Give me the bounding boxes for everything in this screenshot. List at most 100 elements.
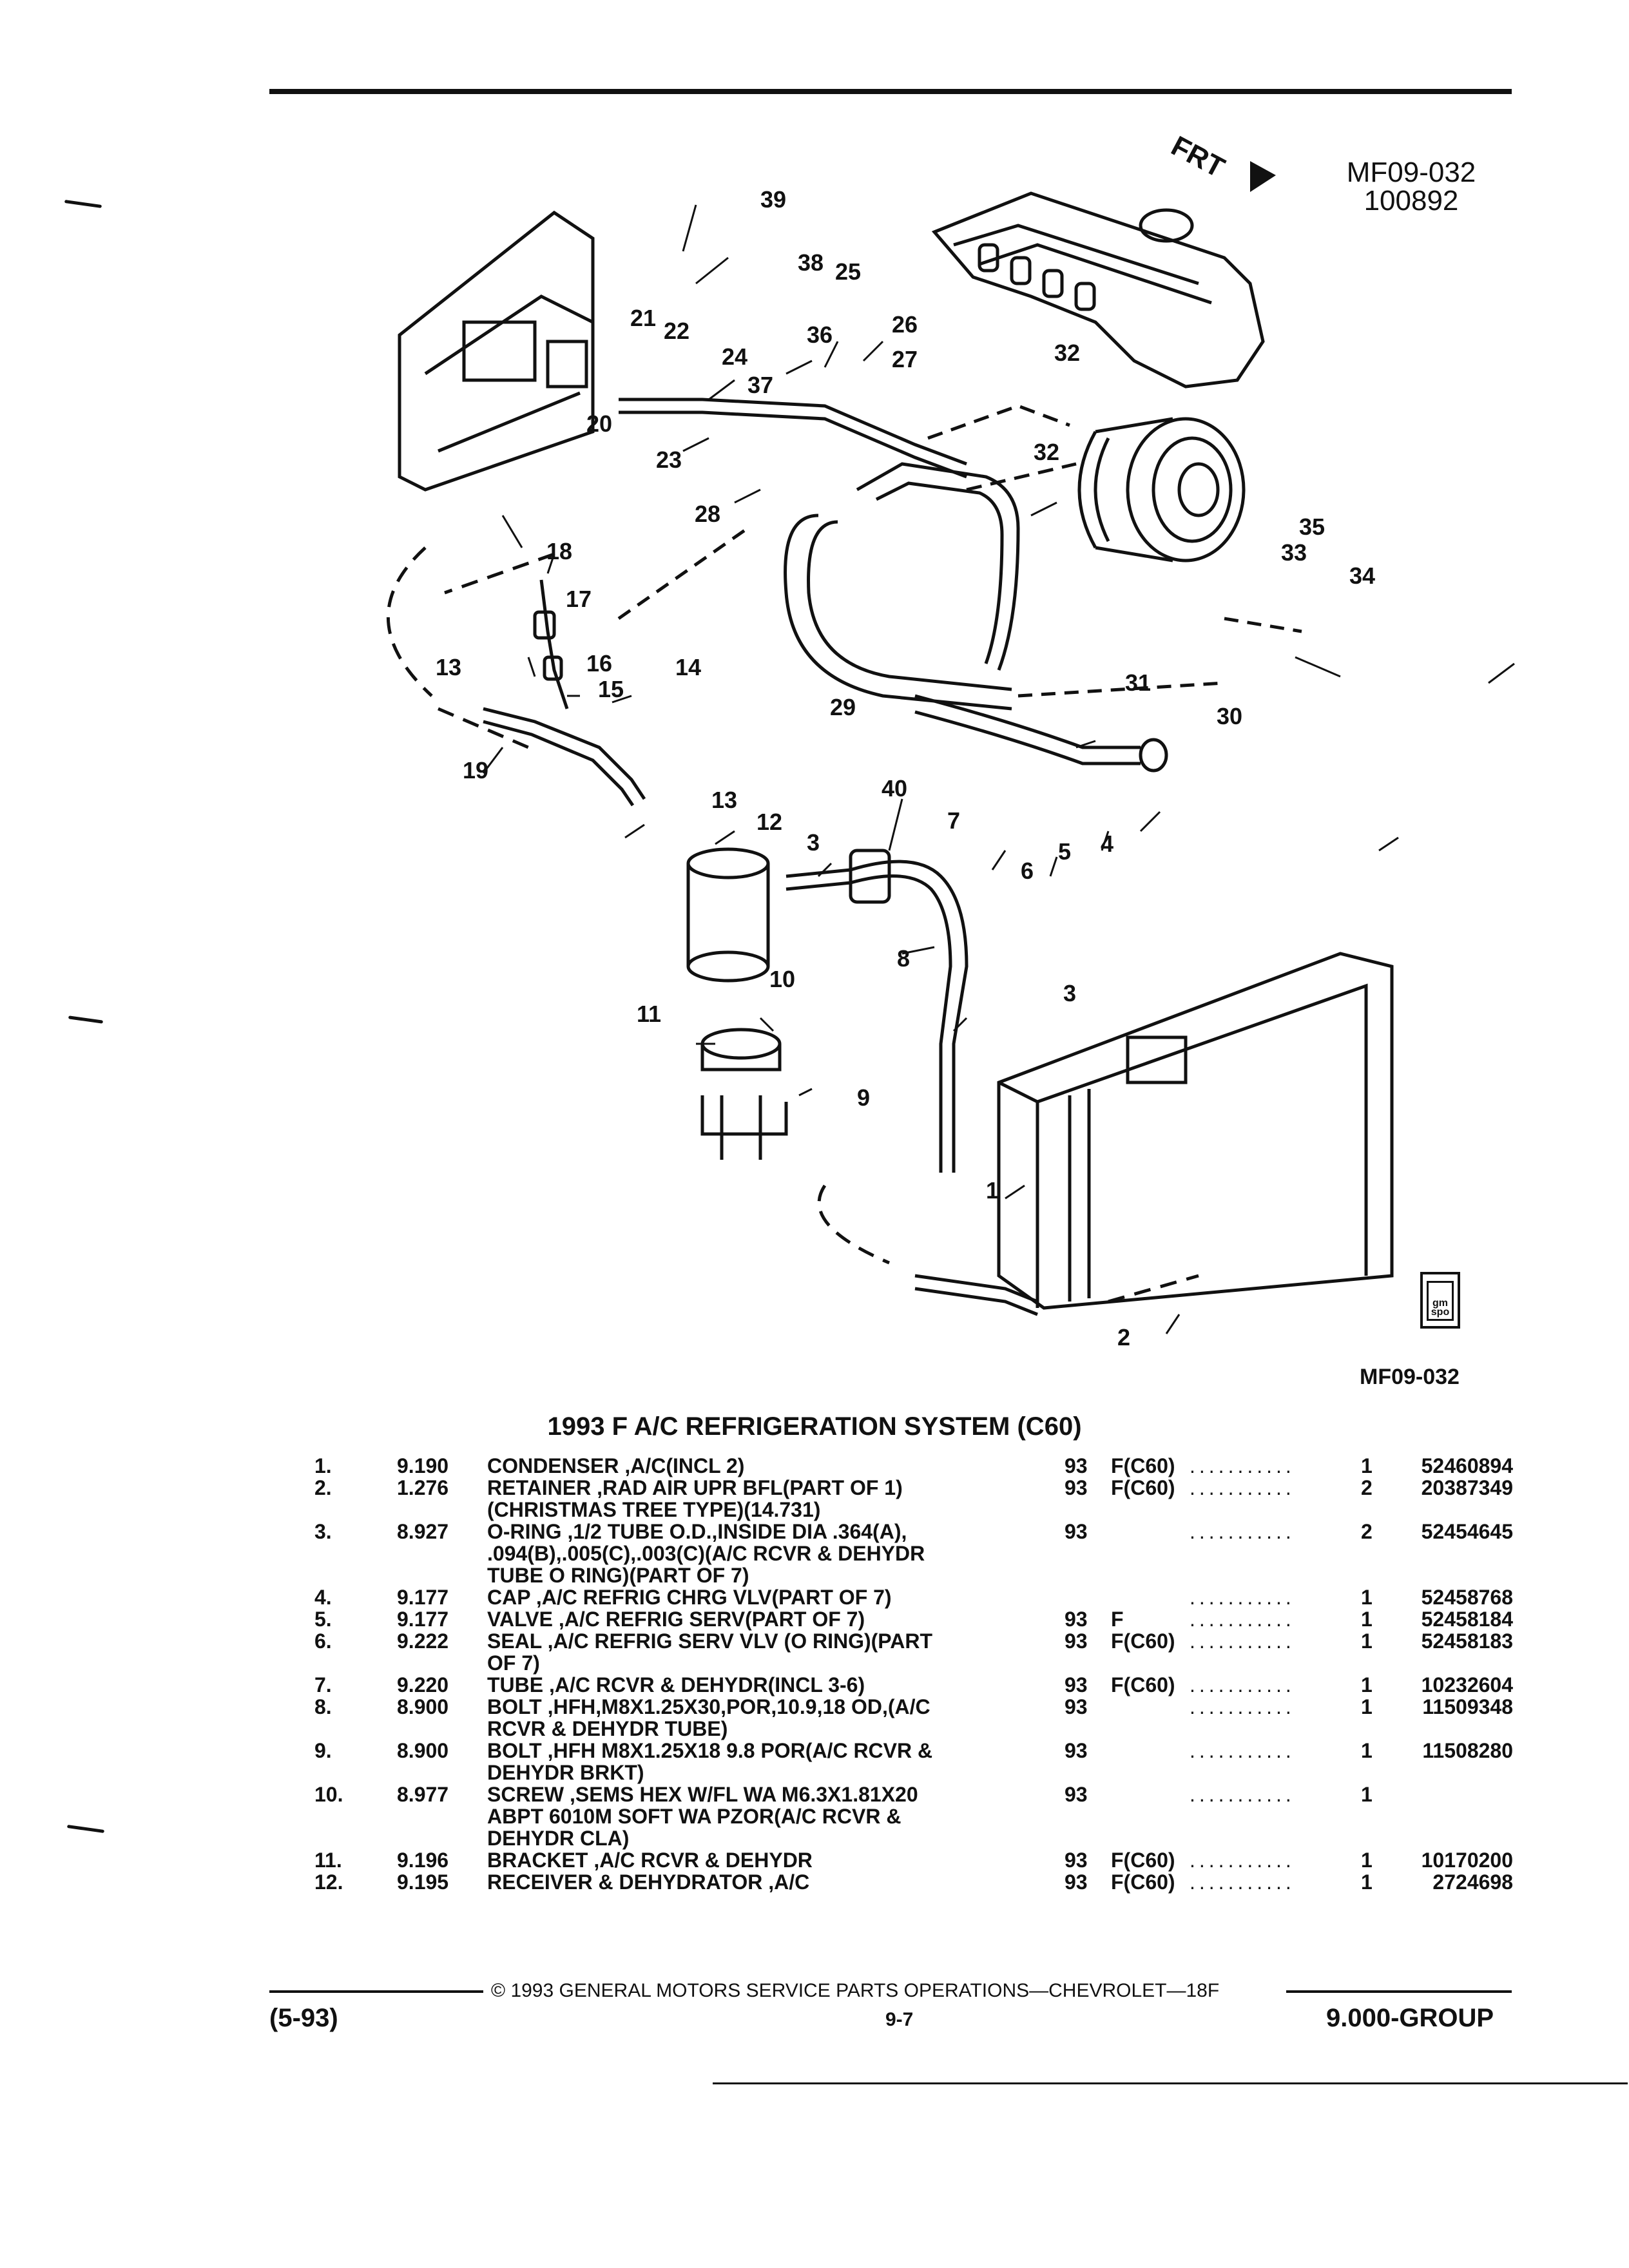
quantity: 1 (1361, 1673, 1373, 1696)
model-year: 93 (1065, 1783, 1088, 1806)
model-code: F(C60) (1111, 1454, 1175, 1477)
quantity: 2 (1361, 1520, 1373, 1543)
figure-id-bottom: MF09-032 (1360, 1365, 1460, 1389)
part-name: SCREW (487, 1783, 564, 1806)
callout-14: 14 (675, 654, 702, 680)
callout-28: 28 (695, 501, 721, 527)
callout-40: 40 (882, 775, 908, 802)
group-number: 8.900 (397, 1739, 449, 1762)
item-number: 2. (314, 1476, 332, 1499)
part-name: VALVE (487, 1608, 553, 1631)
figure-id-top: MF09-032 (1346, 157, 1476, 188)
group-number: 9.195 (397, 1870, 449, 1894)
quantity: 1 (1361, 1739, 1373, 1762)
model-year: 93 (1065, 1849, 1088, 1872)
model-code: F(C60) (1111, 1476, 1175, 1499)
item-number: 8. (314, 1695, 332, 1718)
group-number: 8.927 (397, 1520, 449, 1543)
item-number: 11. (314, 1849, 342, 1872)
gm-spo-logo-icon: gm spo (1420, 1272, 1460, 1329)
part-name: BOLT (487, 1695, 542, 1718)
callout-30: 30 (1217, 703, 1243, 729)
quantity: 1 (1361, 1454, 1373, 1477)
leader-dots: ........... (1190, 1586, 1295, 1609)
callout-18: 18 (546, 538, 573, 564)
callout-4: 4 (1101, 831, 1114, 857)
group-number: 9.177 (397, 1608, 449, 1631)
model-code: F (1111, 1608, 1124, 1631)
callout-23: 23 (656, 447, 682, 473)
part-number: 52458183 (1421, 1629, 1513, 1653)
callout-32: 32 (1054, 340, 1081, 366)
callout-26: 26 (892, 311, 918, 338)
margin-mark (66, 1824, 105, 1834)
model-year: 93 (1065, 1608, 1088, 1631)
part-detail: ,A/C RCVR & DEHYDR(INCL 3-6) (543, 1673, 865, 1696)
part-detail: ,SEMS HEX W/FL WA M6.3X1.81X20 ABPT 6010… (487, 1783, 918, 1850)
item-number: 12. (314, 1870, 343, 1894)
item-number: 1. (314, 1454, 332, 1477)
compressor-icon (1077, 417, 1246, 562)
leader-dots: ........... (1190, 1629, 1295, 1653)
callout-10: 10 (769, 966, 796, 992)
leader-dots: ........... (1190, 1608, 1295, 1631)
model-year: 93 (1065, 1454, 1088, 1477)
quantity: 1 (1361, 1870, 1373, 1894)
footer-group: 9.000-GROUP (1326, 2004, 1494, 2032)
part-number: 2724698 (1432, 1870, 1513, 1894)
callout-3: 3 (1063, 980, 1077, 1006)
callout-8: 8 (897, 945, 911, 972)
part-detail: ,HFH M8X1.25X18 9.8 POR(A/C RCVR & DEHYD… (487, 1739, 933, 1784)
leader-dots: ........... (1190, 1476, 1295, 1499)
part-number: 20387349 (1421, 1476, 1513, 1499)
callout-13: 13 (436, 654, 462, 680)
callout-7: 7 (947, 807, 961, 834)
callout-35: 35 (1299, 514, 1325, 540)
item-number: 5. (314, 1608, 332, 1631)
quantity: 1 (1361, 1783, 1373, 1806)
part-description: BOLT ,HFH,M8X1.25X30,POR,10.9,18 OD,(A/C… (487, 1696, 1054, 1740)
part-name: BOLT (487, 1739, 542, 1762)
leader-dots: ........... (1190, 1849, 1295, 1872)
receiver-dehydrator-icon (686, 847, 770, 983)
leader-dots: ........... (1190, 1695, 1295, 1718)
part-description: SCREW ,SEMS HEX W/FL WA M6.3X1.81X20 ABP… (487, 1783, 1054, 1849)
item-number: 9. (314, 1739, 332, 1762)
exploded-diagram (387, 161, 1515, 1334)
part-description: SEAL ,A/C REFRIG SERV VLV (O RING)(PART … (487, 1630, 1054, 1674)
quantity: 1 (1361, 1608, 1373, 1631)
model-code: F(C60) (1111, 1629, 1175, 1653)
callout-31: 31 (1125, 669, 1152, 696)
callout-15: 15 (598, 676, 624, 702)
part-detail: ,A/C REFRIG CHRG VLV(PART OF 7) (530, 1586, 892, 1609)
part-name: O-RING (487, 1520, 562, 1543)
leader-dots: ........... (1190, 1454, 1295, 1477)
part-description: CONDENSER ,A/C(INCL 2) (487, 1455, 1054, 1477)
footer-date: (5-93) (269, 2004, 338, 2032)
item-number: 10. (314, 1783, 343, 1806)
quantity: 1 (1361, 1586, 1373, 1609)
model-year: 93 (1065, 1870, 1088, 1894)
part-detail: ,1/2 TUBE O.D.,INSIDE DIA .364(A), .094(… (487, 1520, 925, 1587)
model-code: F(C60) (1111, 1849, 1175, 1872)
item-number: 3. (314, 1520, 332, 1543)
part-number: 52458768 (1421, 1586, 1513, 1609)
callout-1: 1 (986, 1177, 999, 1204)
callout-3: 3 (807, 829, 820, 856)
callout-22: 22 (664, 318, 690, 344)
margin-mark (64, 199, 102, 209)
figure-code: 100892 (1364, 185, 1459, 216)
leader-dots: ........... (1190, 1673, 1295, 1696)
part-detail: ,A/C (762, 1870, 810, 1894)
quantity: 1 (1361, 1629, 1373, 1653)
part-number: 10170200 (1421, 1849, 1513, 1872)
part-description: RECEIVER & DEHYDRATOR ,A/C (487, 1871, 1054, 1893)
group-number: 9.196 (397, 1849, 449, 1872)
footer-page-number: 9-7 (885, 2009, 914, 2030)
part-number: 52454645 (1421, 1520, 1513, 1543)
callout-21: 21 (630, 305, 657, 331)
part-name: SEAL (487, 1629, 542, 1653)
callout-29: 29 (830, 694, 856, 720)
part-detail: ,A/C REFRIG SERV(PART OF 7) (552, 1608, 865, 1631)
part-number: 52460894 (1421, 1454, 1513, 1477)
